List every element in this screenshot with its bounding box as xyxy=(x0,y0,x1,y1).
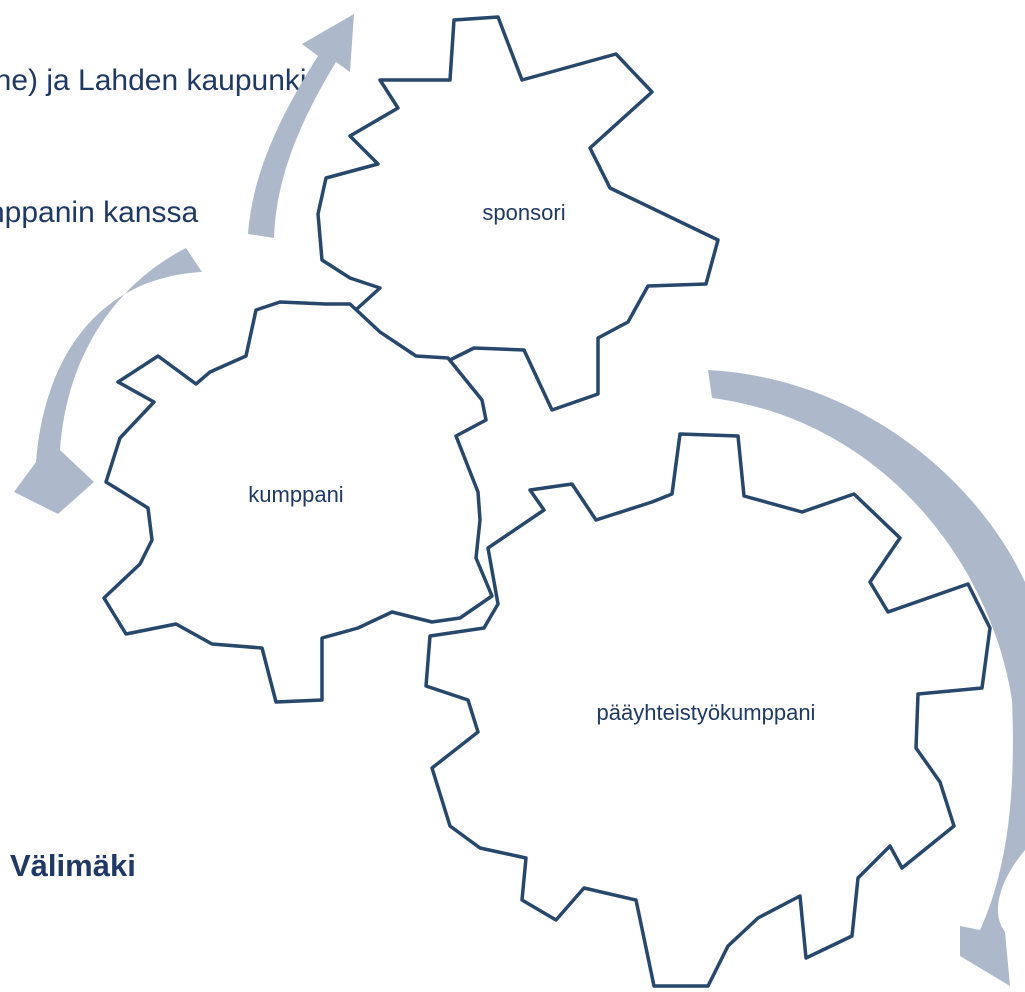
arrow-left xyxy=(14,248,202,514)
gear-kumppani: kumppani xyxy=(102,300,494,704)
text-line-1: ine) ja Lahden kaupunki xyxy=(0,64,307,97)
text-line-3: Välimäki xyxy=(10,848,136,883)
gear-paayhteistyokumppani-shape xyxy=(424,432,992,988)
gear-kumppani-label: kumppani xyxy=(248,482,343,507)
gear-sponsori-label: sponsori xyxy=(482,200,565,225)
arrow-right xyxy=(708,370,1025,986)
arrow-top xyxy=(248,14,354,238)
gear-sponsori: sponsori xyxy=(316,15,720,412)
gear-kumppani-shape xyxy=(102,300,494,704)
gear-sponsori-shape xyxy=(316,15,720,412)
gear-paayhteistyokumppani: pääyhteistyökumppani xyxy=(424,432,992,988)
text-line-2: nppanin kanssa xyxy=(0,196,199,229)
gear-paayhteistyokumppani-label: pääyhteistyökumppani xyxy=(597,700,816,725)
